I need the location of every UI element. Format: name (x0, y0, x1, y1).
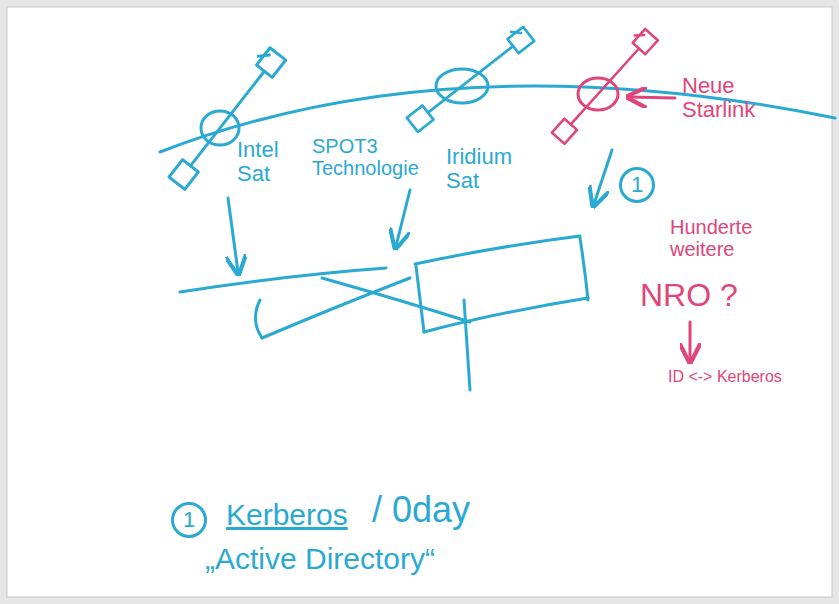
callout-number: 1 (631, 174, 643, 196)
satellite (549, 27, 657, 144)
callout-circle: 1 (619, 167, 655, 203)
satellite-label: Intel Sat (237, 138, 279, 186)
note-label: NRO ? (640, 278, 738, 313)
callout-circle: 1 (171, 502, 207, 538)
note-label: Hunderte weitere (670, 216, 752, 260)
satellite-label: Iridium Sat (446, 145, 512, 193)
satellite (166, 45, 286, 189)
topic-label: „Active Directory“ (205, 542, 435, 575)
satellite (405, 24, 535, 132)
callout-number: 1 (183, 509, 195, 531)
board (7, 7, 832, 597)
satellite-label: SPOT3 Technologie (312, 135, 419, 179)
topic-label: / 0day (372, 490, 470, 530)
pointer-arrow (689, 322, 692, 360)
callout-label: Neue Starlink (682, 74, 755, 122)
downlink-arrow (228, 198, 238, 272)
leader-arrow (630, 97, 675, 98)
ground-network (180, 236, 588, 390)
downlink-arrow (594, 150, 612, 204)
downlink-arrow (396, 190, 410, 246)
topic-label: Kerberos (226, 498, 348, 531)
note-label: ID <-> Kerberos (668, 368, 782, 386)
